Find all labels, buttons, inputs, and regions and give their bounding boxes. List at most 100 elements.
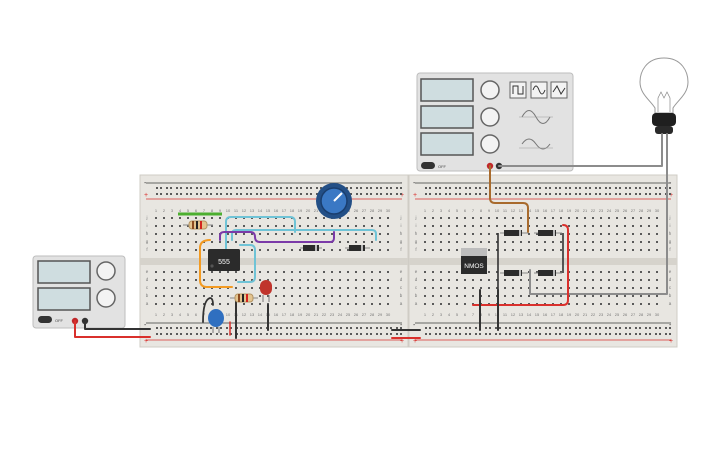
diode-2[interactable] xyxy=(345,245,370,251)
led-red[interactable] xyxy=(260,280,272,302)
bridge-diode-top-right[interactable] xyxy=(534,230,562,236)
column-number: 1 xyxy=(155,312,158,317)
fg-offset-knob[interactable] xyxy=(480,134,500,154)
column-number: 10 xyxy=(226,208,231,213)
row-label: f xyxy=(400,247,402,252)
row-label: i xyxy=(416,223,417,228)
column-number: 5 xyxy=(187,312,190,317)
column-number: 9 xyxy=(488,312,491,317)
row-label: h xyxy=(415,231,418,236)
column-number: 16 xyxy=(274,208,279,213)
column-number: 30 xyxy=(655,208,660,213)
row-label: i xyxy=(670,223,671,228)
column-number: 28 xyxy=(370,208,375,213)
column-number: 3 xyxy=(171,312,174,317)
row-label: d xyxy=(400,277,403,282)
resistor-1[interactable] xyxy=(183,220,213,230)
column-number: 3 xyxy=(440,208,443,213)
rail-symbol: - xyxy=(413,322,416,329)
column-number: 22 xyxy=(322,312,327,317)
bridge-diode-bottom-right[interactable] xyxy=(534,270,562,276)
column-number: 28 xyxy=(639,208,644,213)
row-label: i xyxy=(401,223,402,228)
timer-555-ic[interactable]: 555 xyxy=(208,249,240,271)
column-number: 16 xyxy=(543,312,548,317)
row-label: e xyxy=(415,269,418,274)
column-number: 4 xyxy=(448,208,451,213)
rail-symbol: + xyxy=(400,192,404,199)
column-number: 18 xyxy=(559,208,564,213)
fg-amplitude-knob[interactable] xyxy=(480,107,500,127)
fg-power-toggle[interactable] xyxy=(421,162,435,169)
column-number: 6 xyxy=(195,312,198,317)
rail-symbol: - xyxy=(669,180,672,187)
row-label: a xyxy=(400,301,403,306)
row-label: c xyxy=(669,285,672,290)
column-number: 22 xyxy=(591,208,596,213)
column-number: 27 xyxy=(362,312,367,317)
breadboard-right[interactable]: -+-+-+-+11223344556677889910101111121213… xyxy=(408,174,678,348)
row-label: f xyxy=(146,247,148,252)
column-number: 27 xyxy=(631,208,636,213)
column-number: 24 xyxy=(607,312,612,317)
column-number: 13 xyxy=(250,208,255,213)
bridge-diode-bottom-left[interactable] xyxy=(500,270,528,276)
bridge-diode-top-left[interactable] xyxy=(500,230,528,236)
rail-symbol: + xyxy=(669,192,673,199)
column-number: 17 xyxy=(282,312,287,317)
rail-symbol: - xyxy=(400,180,403,187)
wire-black-cap xyxy=(202,297,214,323)
column-number: 26 xyxy=(623,312,628,317)
rail-symbol: + xyxy=(669,338,673,345)
nmos-transistor[interactable]: NMOS xyxy=(461,248,487,274)
column-number: 25 xyxy=(615,312,620,317)
column-number: 29 xyxy=(647,312,652,317)
column-number: 17 xyxy=(551,312,556,317)
triangle-wave-button[interactable] xyxy=(550,81,568,99)
column-number: 23 xyxy=(599,208,604,213)
column-number: 2 xyxy=(432,312,435,317)
row-label: j xyxy=(400,215,402,220)
row-label: h xyxy=(669,231,672,236)
row-label: j xyxy=(415,215,417,220)
light-bulb[interactable] xyxy=(639,57,689,134)
current-knob[interactable] xyxy=(96,288,116,308)
column-number: 20 xyxy=(575,312,580,317)
fg-power-label: OFF xyxy=(438,164,447,169)
row-label: j xyxy=(146,215,148,220)
fg-frequency-knob[interactable] xyxy=(480,80,500,100)
row-label: e xyxy=(669,269,672,274)
column-number: 20 xyxy=(575,208,580,213)
power-toggle-label: OFF xyxy=(55,318,64,323)
row-label: b xyxy=(400,293,403,298)
column-number: 19 xyxy=(298,312,303,317)
column-number: 21 xyxy=(314,312,319,317)
column-number: 2 xyxy=(163,312,166,317)
column-number: 16 xyxy=(274,312,279,317)
row-label: h xyxy=(400,231,403,236)
wires[interactable] xyxy=(74,133,672,339)
power-toggle[interactable] xyxy=(38,316,52,323)
column-number: 30 xyxy=(386,208,391,213)
row-label: a xyxy=(415,301,418,306)
row-label: h xyxy=(146,231,149,236)
voltage-knob[interactable] xyxy=(96,261,116,281)
rail-symbol: - xyxy=(144,322,147,329)
potentiometer[interactable] xyxy=(316,183,352,219)
column-number: 6 xyxy=(464,208,467,213)
resistor-2[interactable] xyxy=(230,293,258,303)
function-generator[interactable]: OFF xyxy=(416,72,574,172)
column-number: 18 xyxy=(559,312,564,317)
capacitor-blue[interactable] xyxy=(208,309,224,333)
column-number: 24 xyxy=(607,208,612,213)
breadboard-left[interactable]: -+-+-+-+11223344556677889910101111121213… xyxy=(139,174,409,348)
diode-1[interactable] xyxy=(300,245,322,251)
square-wave-button[interactable] xyxy=(509,81,527,99)
nmos-label: NMOS xyxy=(464,263,484,270)
column-number: 25 xyxy=(615,208,620,213)
sine-wave-button[interactable] xyxy=(530,81,548,99)
row-label: a xyxy=(146,301,149,306)
power-supply[interactable]: OFF xyxy=(32,255,126,329)
column-number: 29 xyxy=(378,208,383,213)
